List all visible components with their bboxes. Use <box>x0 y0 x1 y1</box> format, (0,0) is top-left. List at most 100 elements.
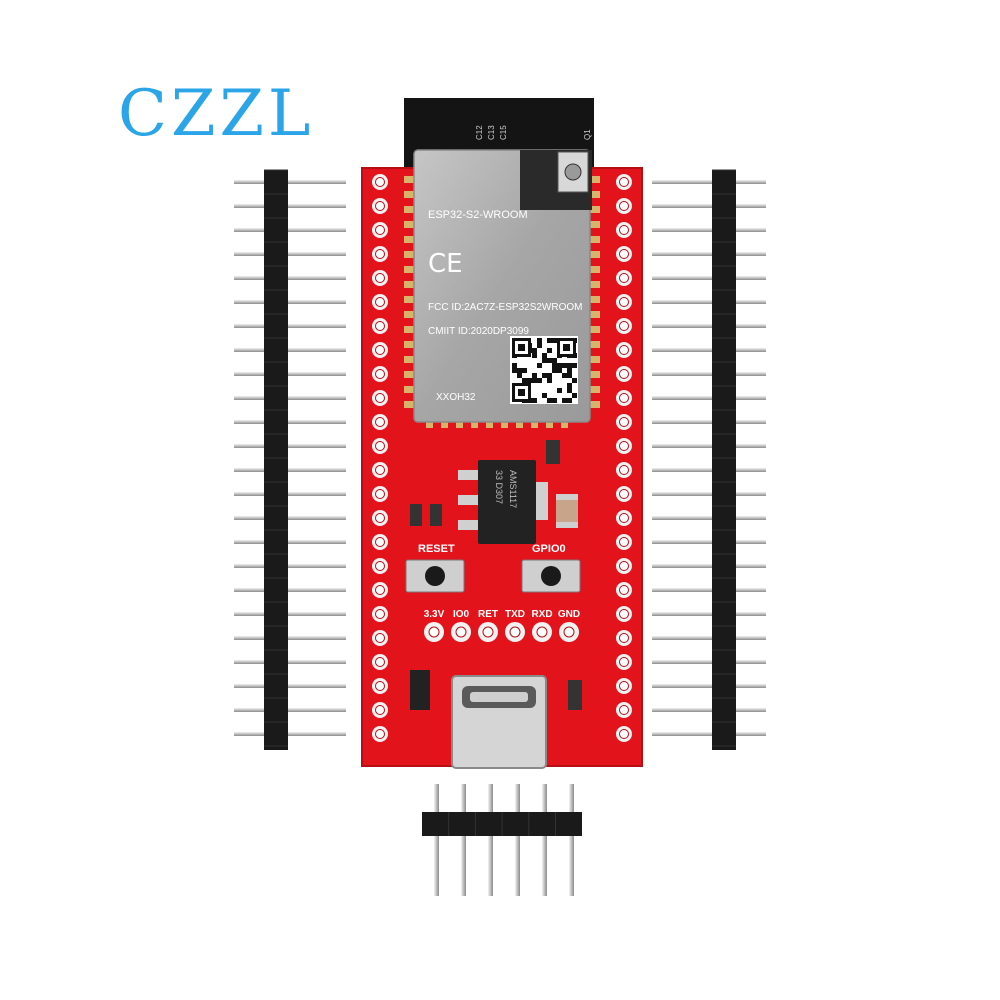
header-pin <box>569 784 574 896</box>
module-pad <box>404 251 416 258</box>
header-pin <box>234 252 346 256</box>
module-pad <box>404 371 416 378</box>
module-pad <box>404 236 416 243</box>
bottom-pin-header <box>422 784 582 896</box>
module-pad <box>404 221 416 228</box>
module-pad <box>561 418 568 428</box>
module-pad <box>404 176 416 183</box>
ce-mark: CE <box>428 249 463 279</box>
brand-logo: CZZL <box>118 77 315 151</box>
usb-c-connector[interactable] <box>451 675 547 769</box>
smd-part <box>546 440 560 464</box>
module-pad <box>588 251 600 258</box>
module-code: XXOH32 <box>436 392 476 403</box>
module-pad <box>588 206 600 213</box>
antenna-label-4: Q1 <box>583 129 592 140</box>
header-pin <box>652 468 766 472</box>
header-pin <box>234 636 346 640</box>
module-pad <box>588 221 600 228</box>
antenna-label-3: C15 <box>499 125 508 140</box>
ufl-connector <box>557 151 589 193</box>
header-pin <box>234 660 346 664</box>
header-pin <box>234 468 346 472</box>
voltage-regulator <box>478 460 536 544</box>
capacitor <box>556 494 578 528</box>
module-name: ESP32-S2-WROOM <box>428 209 528 221</box>
header-pin <box>234 516 346 520</box>
module-pad <box>588 311 600 318</box>
header-pin <box>488 784 493 896</box>
diode <box>410 670 430 710</box>
header-pin <box>652 444 766 448</box>
gpio0-button[interactable] <box>521 559 581 593</box>
header-pin <box>542 784 547 896</box>
regulator-label-1: AMS1117 <box>508 470 518 508</box>
module-pad <box>426 418 433 428</box>
module-pad <box>588 356 600 363</box>
right-pin-holes <box>616 174 632 742</box>
header-pin <box>652 588 766 592</box>
antenna-label-2: C13 <box>487 125 496 140</box>
module-pad <box>588 281 600 288</box>
header-pin <box>652 324 766 328</box>
header-pin <box>234 348 346 352</box>
header-pin <box>652 516 766 520</box>
regulator-label-2: 33 D307 <box>494 470 504 504</box>
led <box>568 680 582 710</box>
header-pin <box>652 420 766 424</box>
header-pin <box>234 228 346 232</box>
header-housing <box>712 170 736 750</box>
header-label: 3.3V <box>424 609 445 620</box>
header-pin <box>652 492 766 496</box>
module-pad <box>441 418 448 428</box>
header-label: IO0 <box>453 609 470 620</box>
header-pin <box>234 540 346 544</box>
header-pads <box>424 622 579 642</box>
header-label: GND <box>558 609 580 620</box>
module-pad <box>404 386 416 393</box>
module-pad <box>471 418 478 428</box>
header-pin <box>234 708 346 712</box>
header-pin <box>652 636 766 640</box>
left-pin-header <box>234 169 346 750</box>
module-pad <box>486 418 493 428</box>
header-pin <box>234 372 346 376</box>
reset-label: RESET <box>418 543 455 555</box>
header-label: RET <box>478 609 498 620</box>
header-pin <box>234 444 346 448</box>
cmiit-id: CMIIT ID:2020DP3099 <box>428 326 529 337</box>
reset-button[interactable] <box>405 559 465 593</box>
module-pad <box>404 266 416 273</box>
header-pin <box>652 372 766 376</box>
module-pad <box>588 341 600 348</box>
header-pin <box>234 612 346 616</box>
header-pin <box>515 784 520 896</box>
module-pad <box>404 281 416 288</box>
module-pad <box>546 418 553 428</box>
header-pin <box>652 252 766 256</box>
header-pin <box>234 396 346 400</box>
header-pin <box>234 564 346 568</box>
antenna-label-1: C12 <box>475 125 484 140</box>
header-pin <box>234 732 346 736</box>
header-pin <box>234 180 346 184</box>
header-pin <box>652 204 766 208</box>
module-pad <box>404 206 416 213</box>
header-housing <box>264 170 288 750</box>
module-pad <box>404 326 416 333</box>
header-pin <box>234 420 346 424</box>
module-pad <box>516 418 523 428</box>
header-pin <box>652 300 766 304</box>
header-pin <box>652 564 766 568</box>
module-pad <box>588 266 600 273</box>
header-pin <box>652 228 766 232</box>
module-pad <box>404 401 416 408</box>
header-pin <box>652 276 766 280</box>
fcc-id: FCC ID:2AC7Z-ESP32S2WROOM <box>428 302 582 313</box>
module-pad <box>588 296 600 303</box>
module-pad <box>404 311 416 318</box>
module-pad <box>501 418 508 428</box>
